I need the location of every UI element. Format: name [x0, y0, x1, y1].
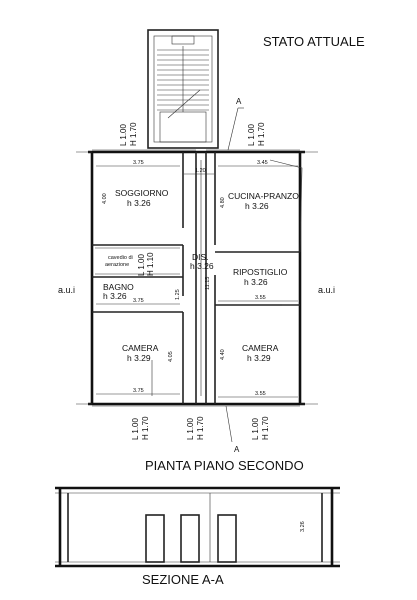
window-tag-cavedio: L 1.00 H 1.10: [137, 252, 155, 276]
svg-text:L 1.00: L 1.00: [251, 418, 260, 440]
room-bagno: BAGNO h 3.26: [103, 282, 134, 301]
svg-text:h 3.26: h 3.26: [244, 277, 268, 287]
window-tag-bottom-center: L 1.00 H 1.70: [186, 416, 205, 440]
svg-text:H 1.70: H 1.70: [141, 416, 150, 440]
svg-text:3.55: 3.55: [255, 295, 266, 301]
room-dis: DIS. h 3.26: [190, 252, 214, 271]
window-tag-bottom-right: L 1.00 H 1.70: [251, 416, 270, 440]
room-camera-right: CAMERA h 3.29: [242, 343, 279, 363]
svg-text:4.40: 4.40: [220, 349, 226, 360]
section-marker-bottom: A: [225, 405, 240, 454]
svg-text:h 3.26: h 3.26: [103, 291, 127, 301]
room-camera-left: CAMERA h 3.29: [122, 343, 159, 363]
svg-text:h 3.29: h 3.29: [127, 353, 151, 363]
corridor-walls: [182, 152, 216, 404]
svg-text:L 1.00: L 1.00: [137, 254, 146, 276]
svg-text:L 1.00: L 1.00: [119, 124, 128, 146]
svg-text:1.20: 1.20: [195, 168, 206, 174]
interior-walls: [92, 159, 303, 396]
svg-text:A: A: [234, 445, 240, 454]
svg-text:3.26: 3.26: [300, 521, 306, 532]
svg-text:3.75: 3.75: [133, 388, 144, 394]
svg-text:4.00: 4.00: [102, 193, 108, 204]
svg-text:1.25: 1.25: [175, 289, 181, 300]
svg-text:H 1.70: H 1.70: [261, 416, 270, 440]
svg-text:RIPOSTIGLIO: RIPOSTIGLIO: [233, 267, 288, 277]
aui-left: a.u.i: [58, 285, 75, 295]
svg-text:H 1.10: H 1.10: [146, 252, 155, 276]
svg-text:L 1.00: L 1.00: [131, 418, 140, 440]
svg-text:BAGNO: BAGNO: [103, 282, 134, 292]
svg-text:11.15: 11.15: [205, 277, 211, 290]
svg-text:DIS.: DIS.: [192, 252, 209, 262]
room-soggiorno: SOGGIORNO h 3.26: [115, 188, 169, 208]
svg-text:aerazione: aerazione: [105, 262, 129, 268]
svg-text:H 1.70: H 1.70: [257, 122, 266, 146]
header-title: STATO ATTUALE: [263, 34, 365, 49]
svg-text:3.75: 3.75: [133, 298, 144, 304]
window-tag-top-right: L 1.00 H 1.70: [247, 122, 266, 146]
section-title: SEZIONE A-A: [142, 572, 224, 587]
svg-text:3.45: 3.45: [257, 160, 268, 166]
window-tag-top-left: L 1.00 H 1.70: [119, 122, 138, 146]
svg-text:h 3.26: h 3.26: [245, 201, 269, 211]
svg-text:CAMERA: CAMERA: [122, 343, 159, 353]
svg-text:4.05: 4.05: [168, 351, 174, 362]
svg-text:h 3.29: h 3.29: [247, 353, 271, 363]
svg-text:h 3.26: h 3.26: [127, 198, 151, 208]
room-cucina-pranzo: CUCINA-PRANZO h 3.26: [228, 191, 299, 211]
svg-text:4.80: 4.80: [220, 197, 226, 208]
svg-text:CAMERA: CAMERA: [242, 343, 279, 353]
svg-text:3.55: 3.55: [255, 391, 266, 397]
section-drawing: 3.26: [55, 486, 340, 568]
room-ripostiglio: RIPOSTIGLIO h 3.26: [233, 267, 288, 287]
svg-text:cavedio di: cavedio di: [108, 255, 133, 261]
outer-walls: [76, 149, 318, 407]
svg-text:SOGGIORNO: SOGGIORNO: [115, 188, 169, 198]
stairwell: [147, 29, 219, 149]
svg-text:3.75: 3.75: [133, 160, 144, 166]
section-marker-top: A: [227, 97, 244, 151]
svg-text:H 1.70: H 1.70: [129, 122, 138, 146]
svg-text:L 1.00: L 1.00: [186, 418, 195, 440]
svg-text:L 1.00: L 1.00: [247, 124, 256, 146]
svg-text:h 3.26: h 3.26: [190, 261, 214, 271]
dimensions: 3.75 1.20 3.45 4.00 4.80 11.15 3.75 3.55…: [96, 160, 298, 398]
room-cavedio: cavedio di aerazione: [105, 255, 133, 268]
svg-text:CUCINA-PRANZO: CUCINA-PRANZO: [228, 191, 299, 201]
window-tag-bottom-left: L 1.00 H 1.70: [131, 416, 150, 440]
svg-text:A: A: [236, 97, 242, 106]
svg-text:H 1.70: H 1.70: [196, 416, 205, 440]
plan-title: PIANTA PIANO SECONDO: [145, 458, 304, 473]
aui-right: a.u.i: [318, 285, 335, 295]
